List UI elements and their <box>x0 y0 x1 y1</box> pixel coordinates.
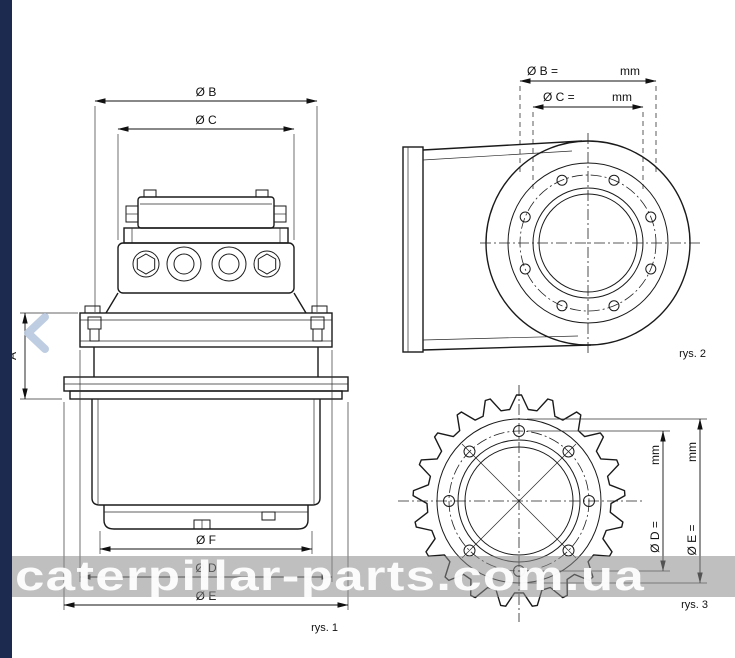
dimension-c-fig2: Ø C = mm <box>532 90 644 190</box>
dim-e-label: Ø E = <box>685 524 699 555</box>
watermark: caterpillar-parts.com.ua <box>0 552 735 599</box>
dimension-d-fig1: Ø D <box>79 350 333 582</box>
dimension-e-fig3: mm Ø E = <box>527 418 707 584</box>
dim-c-label: Ø C = <box>543 90 575 104</box>
dimension-c-fig1: Ø C <box>117 113 295 240</box>
motor-top-cap <box>123 189 289 244</box>
watermark-text: caterpillar-parts.com.ua <box>15 552 645 599</box>
dimension-a-fig1: A <box>5 312 78 400</box>
motor-ports-block <box>117 242 295 294</box>
dim-d-label: Ø D = <box>648 521 662 553</box>
dim-d-unit: mm <box>648 445 662 465</box>
dimension-b-fig1: Ø B <box>94 85 318 312</box>
figure-1-caption: rys. 1 <box>311 622 338 634</box>
figure-3-caption: rys. 3 <box>681 599 708 611</box>
figure-2-housing-side-view: Ø B = mm Ø C = mm <box>402 64 706 360</box>
drive-drum-body <box>91 399 321 530</box>
dim-e-unit: mm <box>685 442 699 462</box>
dimension-b-fig2: Ø B = mm <box>519 64 657 176</box>
hex-plug-icon <box>136 253 156 275</box>
sprocket-teeth <box>412 394 626 607</box>
mounting-flange <box>63 292 349 400</box>
dim-f-label: Ø F <box>196 533 216 547</box>
figure-2-caption: rys. 2 <box>679 348 706 360</box>
figure-1-final-drive-front-view: Ø B Ø C <box>5 85 349 634</box>
sidebar-strip <box>0 0 12 658</box>
dim-b-label: Ø B = <box>527 64 558 78</box>
dim-b-unit: mm <box>620 64 640 78</box>
dimension-f-fig1: Ø F <box>99 531 313 554</box>
hex-plug-icon <box>257 253 277 275</box>
watermark-band <box>0 556 735 597</box>
housing-outline <box>402 133 700 353</box>
dim-b-label: Ø B <box>196 85 217 99</box>
chevron-left-icon[interactable] <box>24 313 49 353</box>
dim-c-unit: mm <box>612 90 632 104</box>
dim-c-label: Ø C <box>195 113 217 127</box>
